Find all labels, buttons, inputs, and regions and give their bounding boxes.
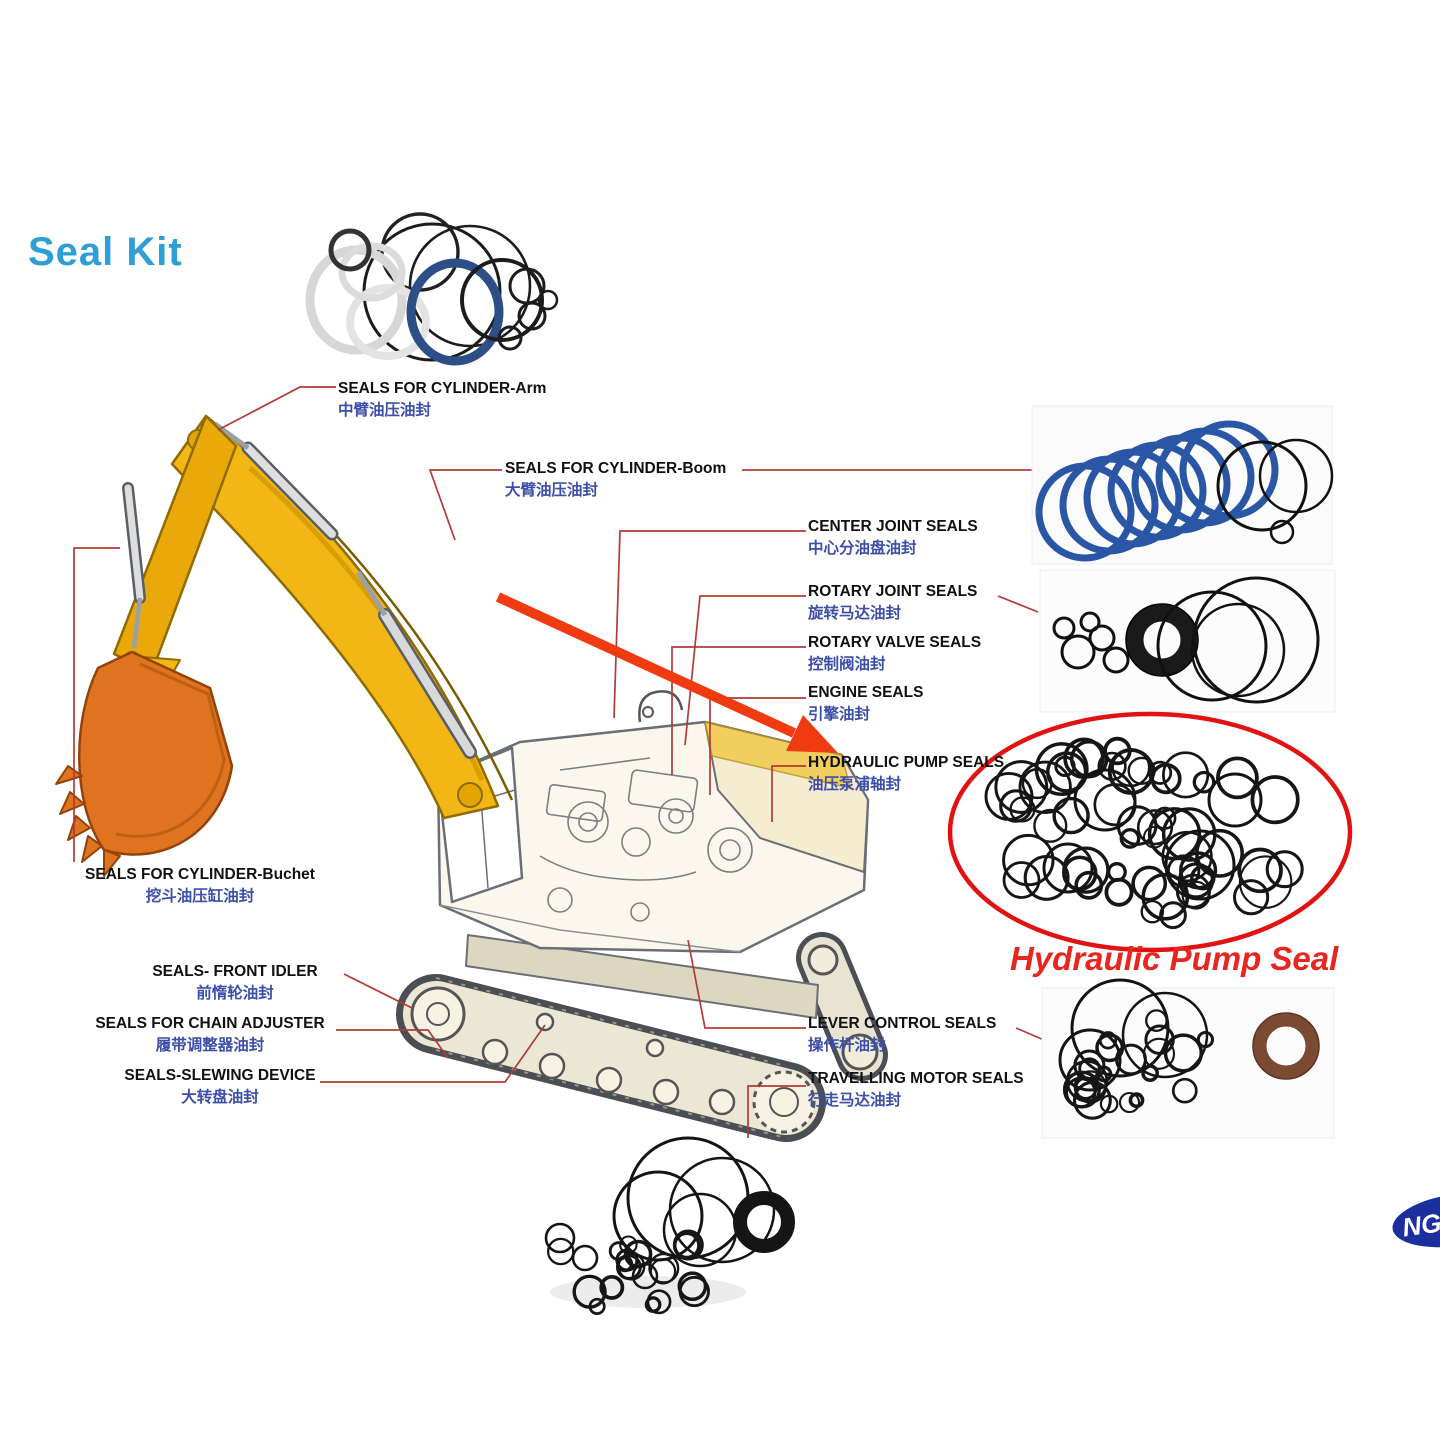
brand-logo-text: NG — [1400, 1206, 1440, 1243]
label-lever-control-zh: 操作杆油封 — [808, 1037, 886, 1054]
label-engine-zh: 引擎油封 — [808, 706, 871, 723]
track-near — [396, 974, 826, 1142]
label-cylinder-bucket-zh: 挖斗油压缸油封 — [145, 888, 255, 905]
label-travelling-motor: TRAVELLING MOTOR SEALS 行走马达油封 — [808, 1068, 1024, 1112]
label-engine: ENGINE SEALS 引擎油封 — [808, 682, 923, 726]
oil-seal-donut — [733, 1191, 795, 1253]
label-cylinder-bucket-en: SEALS FOR CYLINDER-Buchet — [85, 866, 315, 883]
photo-arm-seal-kit — [305, 212, 559, 366]
photo-blue-rings — [1031, 405, 1334, 565]
label-slewing-device-en: SEALS-SLEWING DEVICE — [124, 1067, 316, 1084]
front-idler-wheel — [410, 986, 466, 1042]
excavator-illustration — [55, 414, 888, 1142]
track-far — [796, 932, 888, 1081]
label-front-idler-zh: 前惰轮油封 — [196, 985, 274, 1002]
label-cylinder-boom: SEALS FOR CYLINDER-Boom 大臂油压油封 — [505, 458, 726, 502]
label-rotary-joint-en: ROTARY JOINT SEALS — [808, 583, 978, 600]
label-engine-en: ENGINE SEALS — [808, 684, 924, 701]
label-hydraulic-pump: HYDRAULIC PUMP SEALS 油压泵浦轴封 — [808, 752, 1004, 796]
label-rotary-joint: ROTARY JOINT SEALS 旋转马达油封 — [808, 581, 977, 625]
photo-rotary-joint-kit — [1039, 569, 1336, 713]
label-center-joint-en: CENTER JOINT SEALS — [808, 518, 978, 535]
label-cylinder-arm: SEALS FOR CYLINDER-Arm 中臂油压油封 — [338, 378, 546, 422]
label-travelling-motor-zh: 行走马达油封 — [808, 1092, 902, 1109]
label-front-idler: SEALS- FRONT IDLER 前惰轮油封 — [110, 961, 360, 1005]
label-chain-adjuster-zh: 履带调整器油封 — [155, 1037, 265, 1054]
hydraulic-pump-seal-callout: Hydraulic Pump Seal — [1010, 940, 1339, 977]
page-title: Seal Kit — [28, 230, 183, 274]
label-hydraulic-pump-en: HYDRAULIC PUMP SEALS — [808, 754, 1005, 771]
bucket-cylinder — [122, 482, 146, 649]
label-rotary-valve: ROTARY VALVE SEALS 控制阀油封 — [808, 632, 981, 676]
drive-sprocket — [752, 1070, 816, 1134]
label-front-idler-en: SEALS- FRONT IDLER — [152, 963, 318, 980]
label-cylinder-boom-zh: 大臂油压油封 — [505, 482, 599, 499]
photo-travelling-motor-kit — [544, 1136, 795, 1315]
label-rotary-valve-en: ROTARY VALVE SEALS — [808, 634, 982, 651]
lifting-hook — [638, 690, 684, 723]
label-cylinder-arm-en: SEALS FOR CYLINDER-Arm — [338, 380, 547, 397]
connector-lines — [73, 386, 1045, 1138]
label-slewing-device-zh: 大转盘油封 — [181, 1089, 259, 1106]
label-chain-adjuster: SEALS FOR CHAIN ADJUSTER 履带调整器油封 — [70, 1013, 350, 1057]
label-chain-adjuster-en: SEALS FOR CHAIN ADJUSTER — [95, 1015, 325, 1032]
label-center-joint-zh: 中心分油盘油封 — [808, 540, 917, 557]
label-cylinder-arm-zh: 中臂油压油封 — [338, 402, 432, 419]
engine-detail — [539, 757, 753, 922]
label-cylinder-bucket: SEALS FOR CYLINDER-Buchet 挖斗油压缸油封 — [55, 864, 345, 908]
photo-hydraulic-pump-kit — [947, 711, 1353, 953]
label-travelling-motor-en: TRAVELLING MOTOR SEALS — [808, 1070, 1024, 1087]
label-center-joint: CENTER JOINT SEALS 中心分油盘油封 — [808, 516, 978, 560]
label-cylinder-boom-en: SEALS FOR CYLINDER-Boom — [505, 460, 727, 477]
label-rotary-valve-zh: 控制阀油封 — [808, 656, 886, 673]
bronze-seal-ring — [1253, 1013, 1319, 1079]
label-slewing-device: SEALS-SLEWING DEVICE 大转盘油封 — [80, 1065, 360, 1109]
label-hydraulic-pump-zh: 油压泵浦轴封 — [808, 776, 902, 793]
red-arrow — [495, 592, 838, 753]
photo-lever-control-kit — [1041, 978, 1335, 1139]
label-lever-control-en: LEVER CONTROL SEALS — [808, 1015, 997, 1032]
red-circle-highlight — [947, 711, 1353, 953]
label-lever-control: LEVER CONTROL SEALS 操作杆油封 — [808, 1013, 996, 1057]
label-rotary-joint-zh: 旋转马达油封 — [808, 605, 902, 622]
boom-cylinder — [355, 570, 477, 759]
bucket — [78, 650, 234, 856]
